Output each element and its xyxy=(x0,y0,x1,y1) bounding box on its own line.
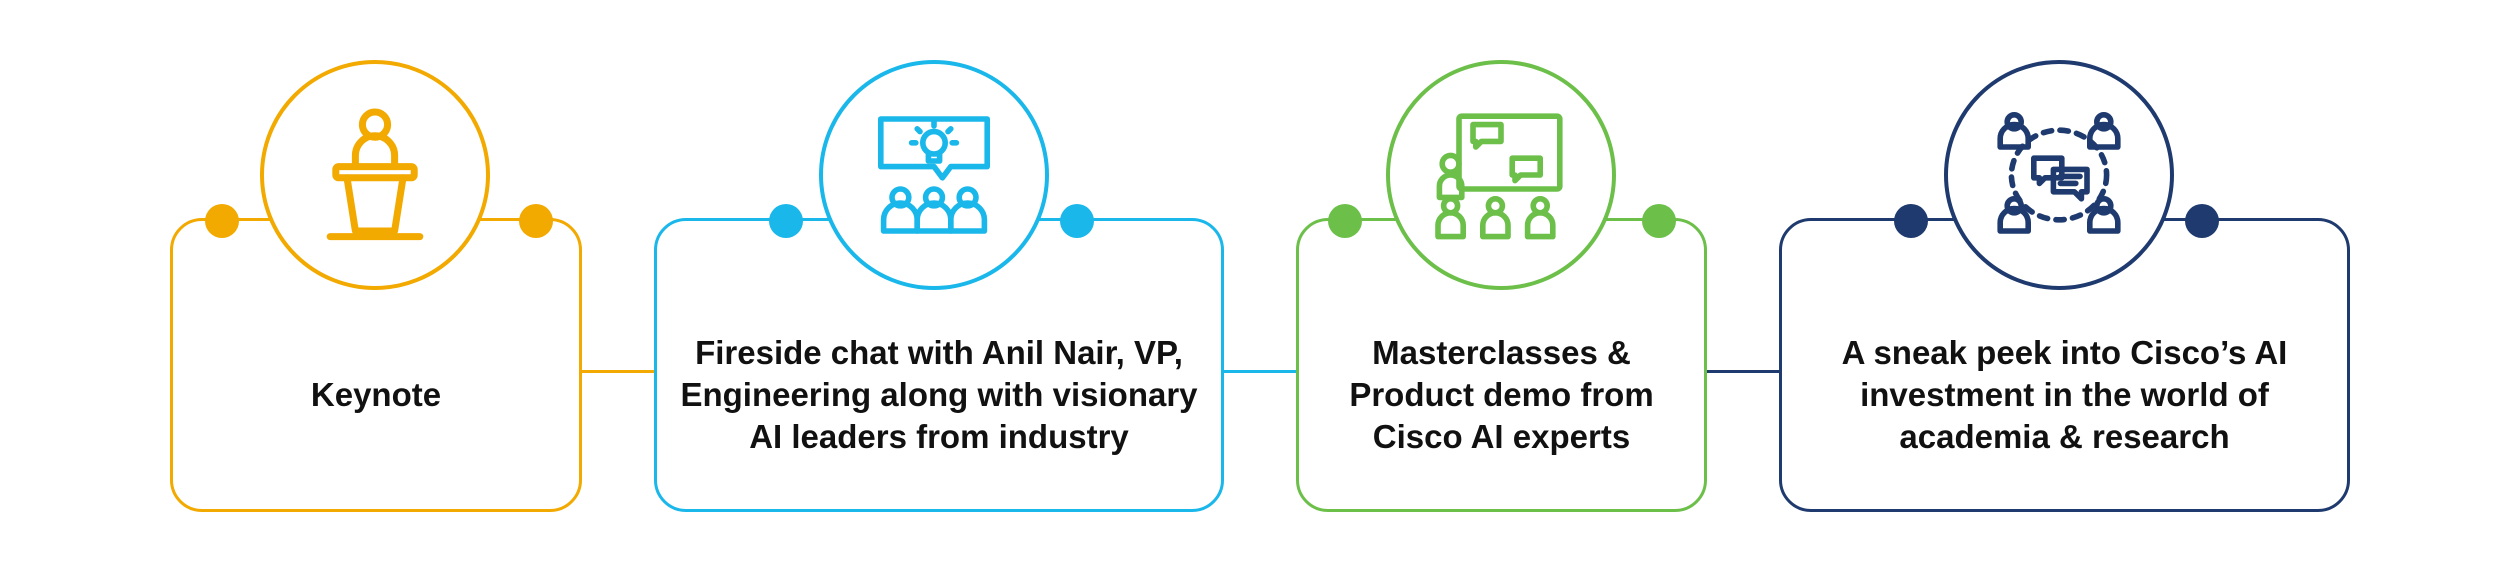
connector-3-4 xyxy=(1705,370,1781,373)
connector-dot-left xyxy=(205,204,239,238)
connector-dot-left xyxy=(1328,204,1362,238)
speaker-podium-icon xyxy=(260,60,490,290)
connector-dot-right xyxy=(519,204,553,238)
connector-dot-right xyxy=(2185,204,2219,238)
step-label: Masterclasses & Product demo from Cisco … xyxy=(1349,334,1654,455)
connector-1-2 xyxy=(580,370,656,373)
presentation-class-icon xyxy=(1386,60,1616,290)
step-label: Fireside chat with Anil Nair, VP, Engine… xyxy=(680,334,1198,455)
connector-2-3 xyxy=(1222,370,1298,373)
step-label: Keynote xyxy=(310,376,442,413)
discussion-network-icon xyxy=(1944,60,2174,290)
step-label: A sneak peek into Cisco’s AI investment … xyxy=(1841,334,2288,455)
connector-dot-left xyxy=(769,204,803,238)
connector-dot-right xyxy=(1642,204,1676,238)
audience-idea-icon xyxy=(819,60,1049,290)
connector-dot-right xyxy=(1060,204,1094,238)
connector-dot-left xyxy=(1894,204,1928,238)
